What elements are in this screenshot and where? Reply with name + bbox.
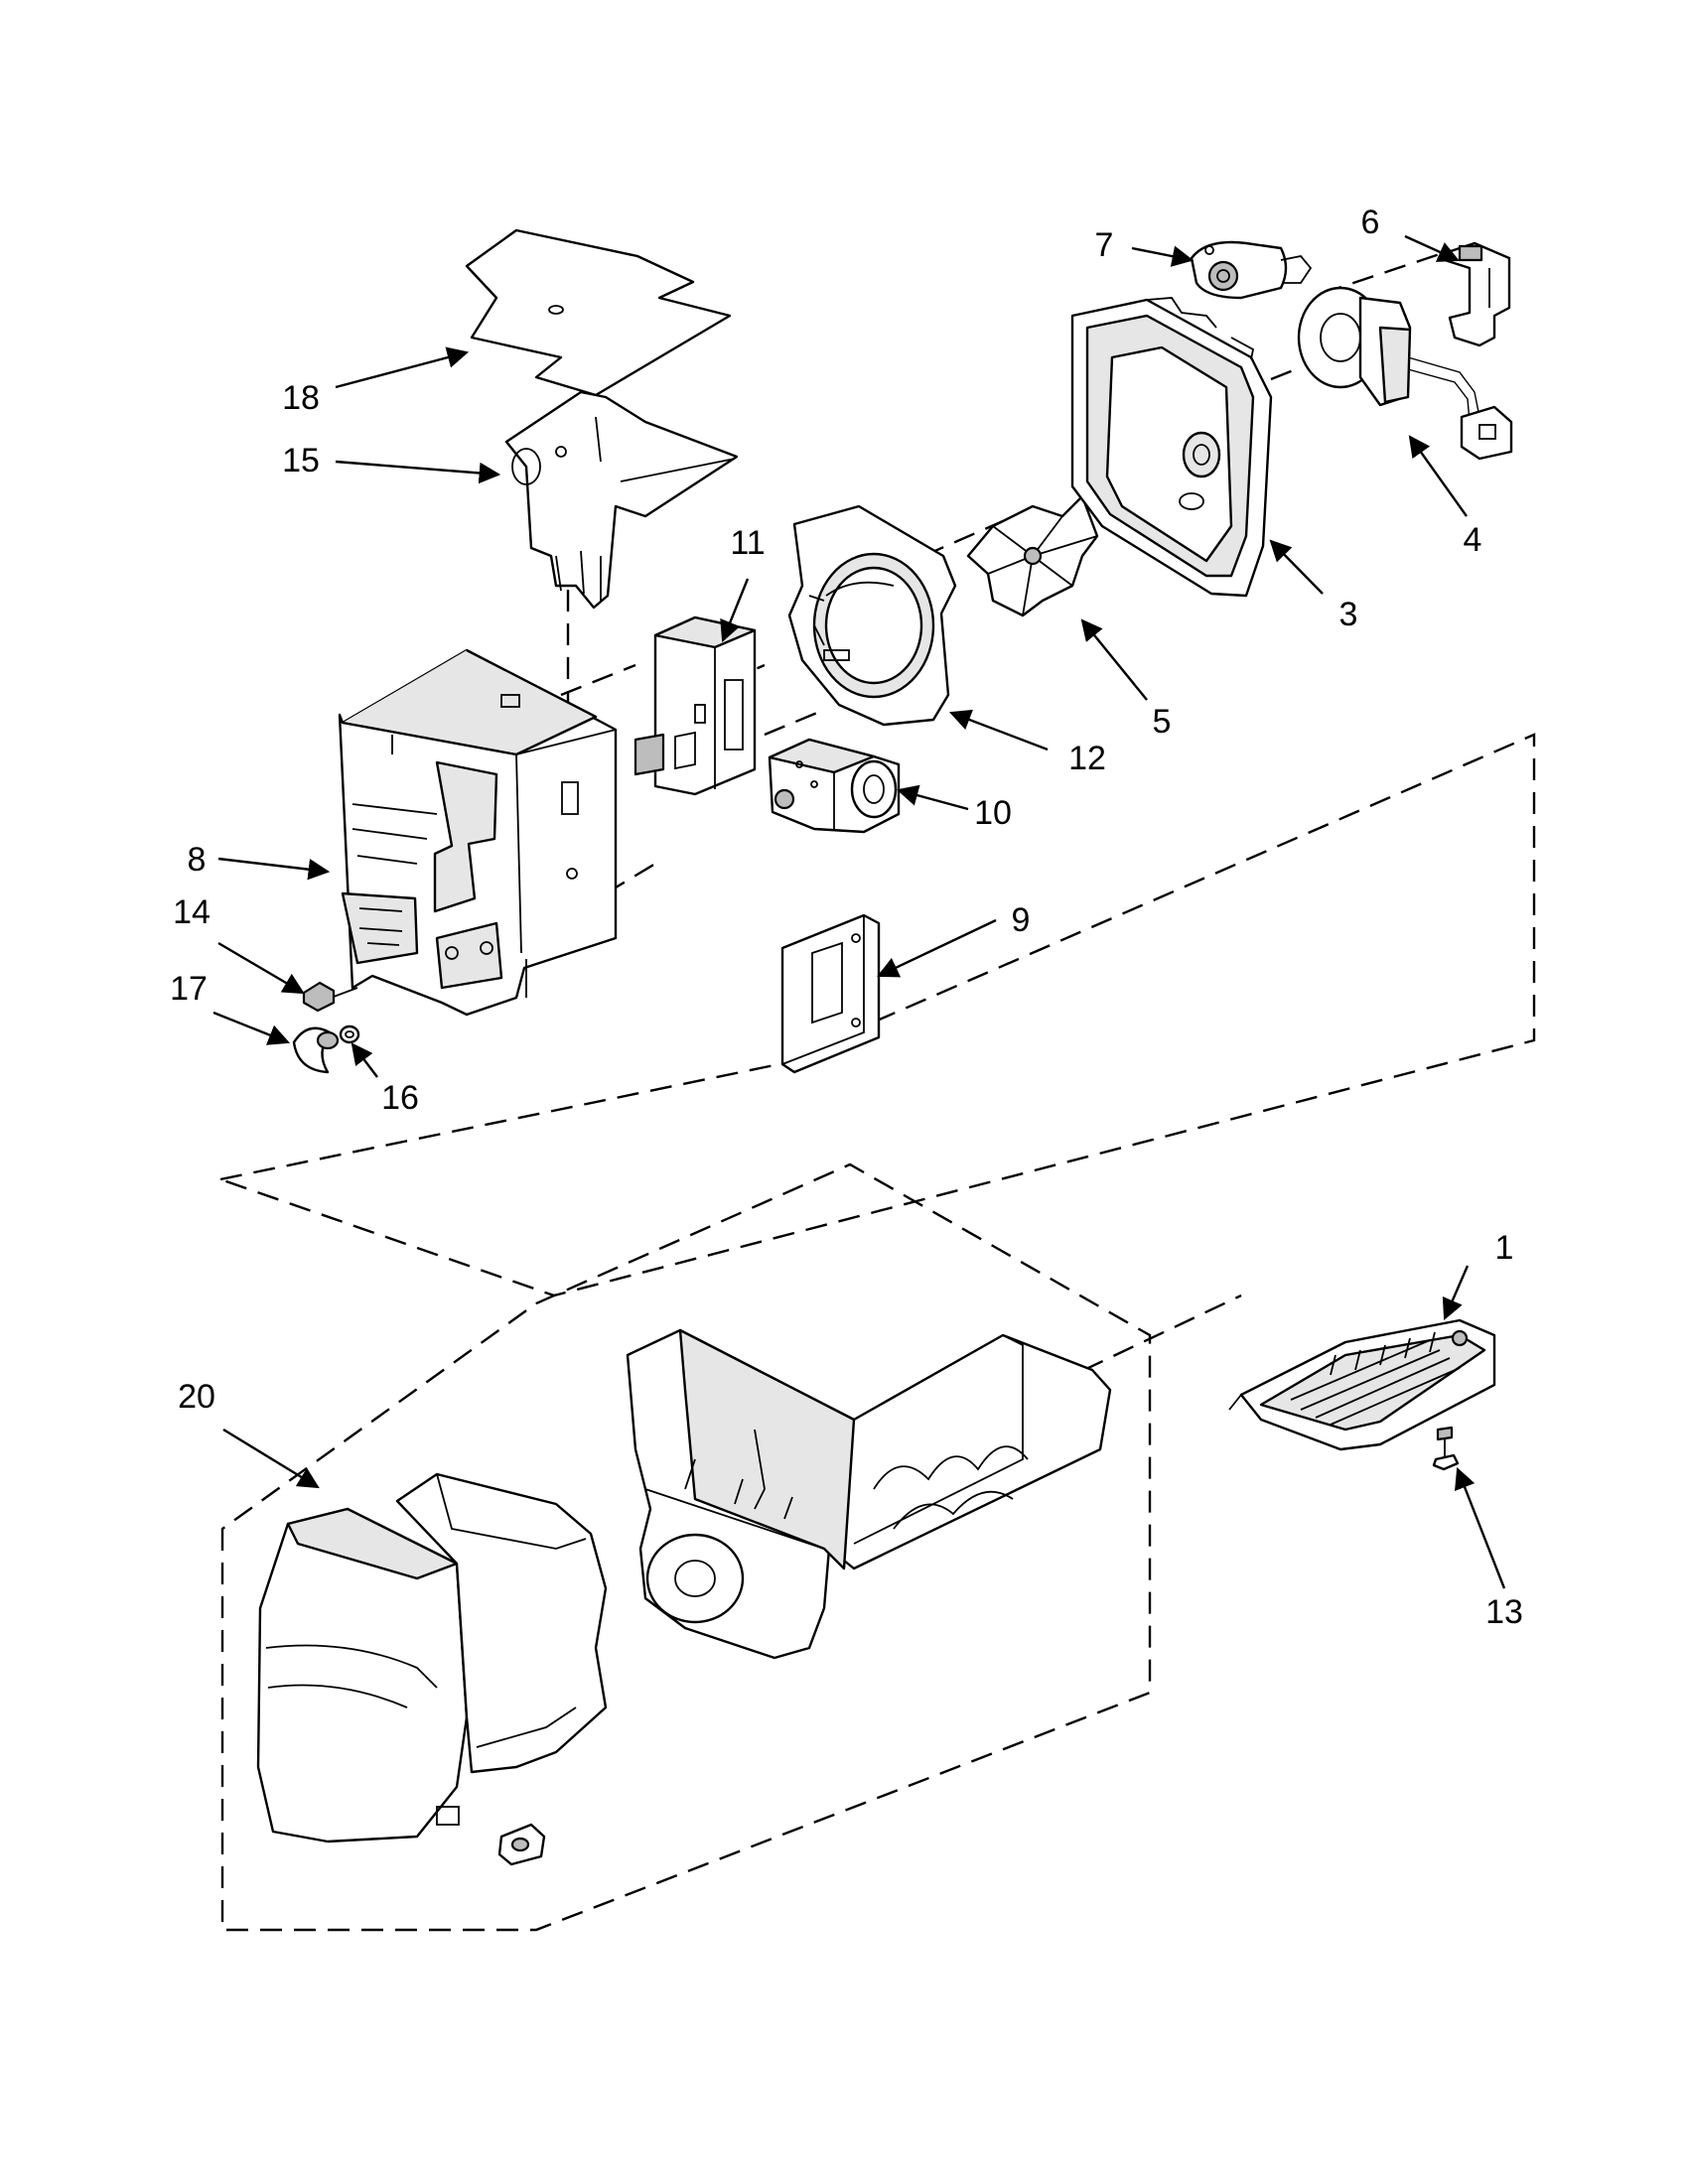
part-5-fan-blade xyxy=(966,494,1099,617)
dashed-group-upper xyxy=(215,733,1536,1297)
callout-18: 18 xyxy=(282,379,320,417)
callout-7: 7 xyxy=(1095,226,1114,264)
part-13-screw xyxy=(1432,1426,1460,1471)
callout-12: 12 xyxy=(1068,740,1106,777)
part-7-motor-bracket xyxy=(1190,240,1313,300)
part-9-bezel xyxy=(780,913,881,1074)
callout-9: 9 xyxy=(1012,901,1031,939)
part-17-clip xyxy=(292,1026,340,1074)
callout-10: 10 xyxy=(974,794,1012,832)
callout-16: 16 xyxy=(381,1079,419,1117)
part-4-fan-motor xyxy=(1297,286,1513,461)
part-16-washer xyxy=(339,1024,360,1044)
callout-1: 1 xyxy=(1495,1229,1514,1267)
part-12-fan-shroud xyxy=(787,504,957,727)
callout-6: 6 xyxy=(1361,204,1380,241)
callout-14: 14 xyxy=(173,893,211,931)
callout-13: 13 xyxy=(1485,1593,1523,1631)
leader-lines xyxy=(212,234,1506,1589)
part-15-chute-guide xyxy=(504,390,739,610)
callout-4: 4 xyxy=(1464,521,1482,559)
callout-15: 15 xyxy=(282,442,320,479)
part-14-screw xyxy=(302,981,358,1013)
callout-3: 3 xyxy=(1339,596,1358,633)
callout-17: 17 xyxy=(170,970,208,1008)
part-20-ice-bin-assembly xyxy=(256,1328,1112,1866)
part-6-bracket xyxy=(1443,241,1511,347)
callout-5: 5 xyxy=(1153,703,1172,741)
part-3-fan-housing xyxy=(1070,297,1273,598)
part-10-auger-motor xyxy=(768,738,901,834)
part-18-insulation-pad xyxy=(465,228,732,397)
part-1-ice-crusher-assembly xyxy=(1228,1318,1496,1451)
part-11-control-module xyxy=(633,615,757,796)
part-8-housing xyxy=(338,648,618,1017)
callout-labels: 1 3 4 5 6 7 8 9 10 11 12 13 14 15 16 17 … xyxy=(170,204,1523,1631)
callout-11: 11 xyxy=(730,524,765,562)
callout-20: 20 xyxy=(178,1378,215,1416)
dashed-group-lower xyxy=(220,1162,1152,1932)
callout-8: 8 xyxy=(188,841,207,879)
